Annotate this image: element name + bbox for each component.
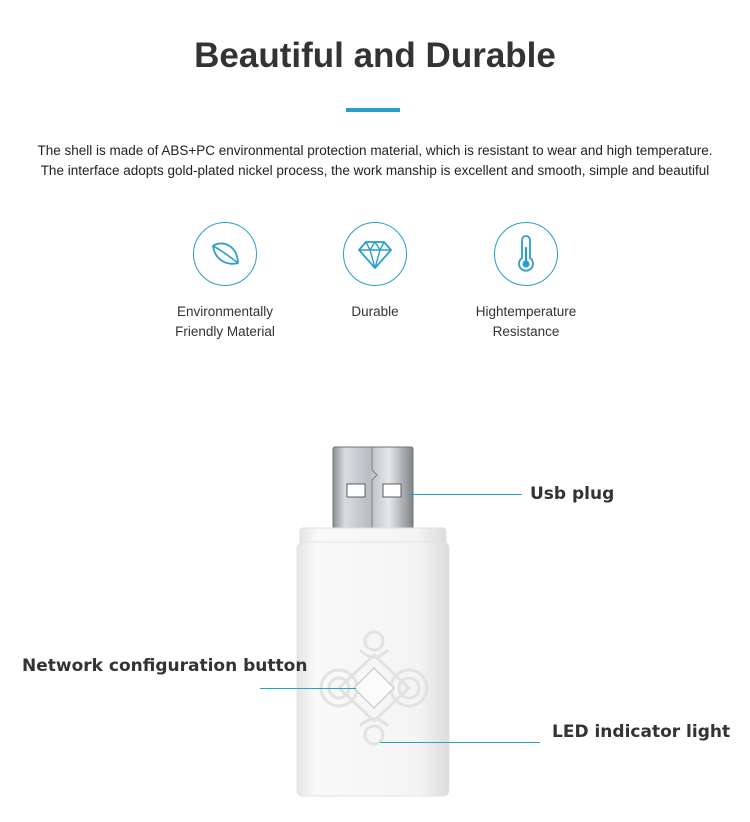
feature-label-line-1: Durable xyxy=(351,304,399,319)
usb-plug-callout-line xyxy=(410,494,522,495)
led-indicator-label: LED indicator light xyxy=(552,722,731,742)
feature-label-line-2: Resistance xyxy=(492,324,560,339)
led-callout-line xyxy=(380,742,540,743)
feature-icon-circle xyxy=(494,222,558,286)
usb-device-illustration xyxy=(296,446,450,797)
page-title: Beautiful and Durable xyxy=(194,36,556,75)
description-line-1: The shell is made of ABS+PC environmenta… xyxy=(37,143,713,158)
network-button-label: Network configuration button xyxy=(22,656,308,676)
usb-plug-label: Usb plug xyxy=(530,484,615,504)
diamond-icon xyxy=(358,241,392,269)
network-button-callout-line xyxy=(260,688,356,689)
feature-eco-material: Environmentally Friendly Material xyxy=(150,222,300,342)
feature-icon-circle xyxy=(343,222,407,286)
config-button-diamond xyxy=(352,666,396,710)
feature-label-line-1: Hightemperature xyxy=(475,304,577,319)
thermometer-icon xyxy=(518,235,534,272)
usb-plug-connector xyxy=(332,446,414,536)
feature-label-line-1: Environmentally xyxy=(176,304,274,319)
feature-heat-resistance: Hightemperature Resistance xyxy=(451,222,601,342)
leaf-icon xyxy=(212,242,239,265)
description-line-2: The interface adopts gold-plated nickel … xyxy=(40,163,710,178)
feature-durable: Durable xyxy=(300,222,450,322)
title-underline xyxy=(346,108,400,112)
device-body xyxy=(296,541,450,797)
feature-label-line-2: Friendly Material xyxy=(175,324,275,339)
feature-icon-circle xyxy=(193,222,257,286)
